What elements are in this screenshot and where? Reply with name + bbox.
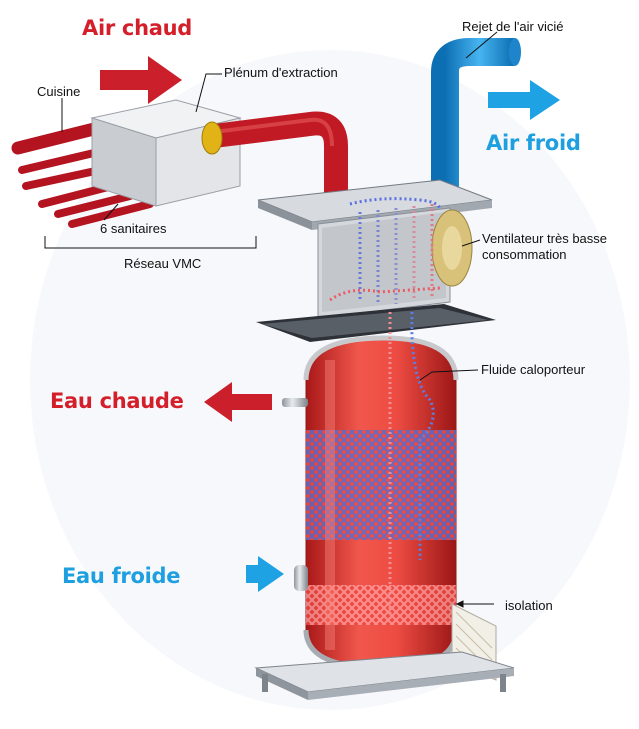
hot-water-arrow xyxy=(204,382,272,422)
rejet-label: Rejet de l'air vicié xyxy=(462,19,564,34)
reseau-vmc-label: Réseau VMC xyxy=(124,256,202,271)
isolation-label: isolation xyxy=(505,598,553,613)
water-tank xyxy=(303,311,459,671)
plenum-connector xyxy=(201,121,223,155)
tank-stand xyxy=(254,651,515,700)
fluide-label: Fluide caloporteur xyxy=(481,362,586,377)
cold-water-arrow xyxy=(246,556,284,592)
cold-air-label: Air froid xyxy=(486,131,581,155)
heat-pump-module xyxy=(256,179,496,342)
cold-air-arrow xyxy=(488,80,560,120)
ventilateur-label-line1: Ventilateur très basse xyxy=(482,231,608,246)
plenum-box xyxy=(90,99,242,207)
plenum-label: Plénum d'extraction xyxy=(224,65,338,80)
cold-water-pipe xyxy=(294,565,308,591)
leader-lines xyxy=(44,31,498,608)
ventilateur-label-line2: consommation xyxy=(482,247,567,262)
exhaust-duct xyxy=(431,38,514,198)
hot-air-label: Air chaud xyxy=(82,16,192,40)
hot-water-pipe xyxy=(282,398,308,407)
cuisine-label: Cuisine xyxy=(37,84,81,99)
cold-water-label: Eau froide xyxy=(62,564,181,588)
hot-air-arrow xyxy=(100,56,182,104)
hot-water-label: Eau chaude xyxy=(50,389,184,413)
sanitaires-label: 6 sanitaires xyxy=(100,221,167,236)
